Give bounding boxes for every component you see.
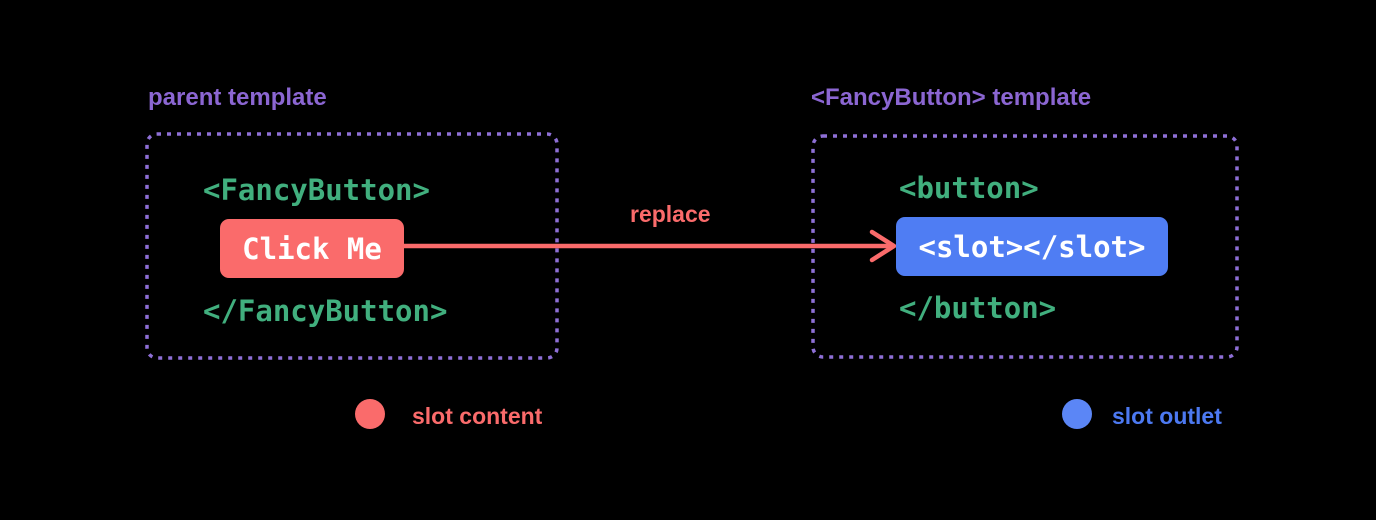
button-open-tag: <button> <box>899 171 1039 205</box>
fancybutton-template-box <box>811 134 1239 359</box>
fancybutton-close-tag: </FancyButton> <box>203 294 448 328</box>
button-close-tag: </button> <box>899 291 1057 325</box>
parent-template-box-border <box>145 132 559 360</box>
slot-content-label: slot content <box>412 403 543 429</box>
fancybutton-template-title: <FancyButton> template <box>811 84 1092 111</box>
click-me-label: Click Me <box>242 231 382 266</box>
slot-outlet-label: slot outlet <box>1112 403 1222 429</box>
click-me-button: Click Me <box>220 219 404 278</box>
replace-arrow-head <box>869 229 897 263</box>
fancybutton-open-tag: <FancyButton> <box>203 173 430 207</box>
replace-label: replace <box>630 201 711 227</box>
replace-arrow <box>401 229 897 263</box>
parent-template-title: parent template <box>148 84 327 111</box>
slot-tag-label: <slot></slot> <box>918 229 1146 264</box>
slot-outlet-dot-icon <box>1062 399 1092 429</box>
fancybutton-template-box-border <box>811 134 1239 359</box>
slot-outlet-box: <slot></slot> <box>896 217 1168 276</box>
slot-content-dot-icon <box>355 399 385 429</box>
parent-template-box <box>145 132 559 360</box>
